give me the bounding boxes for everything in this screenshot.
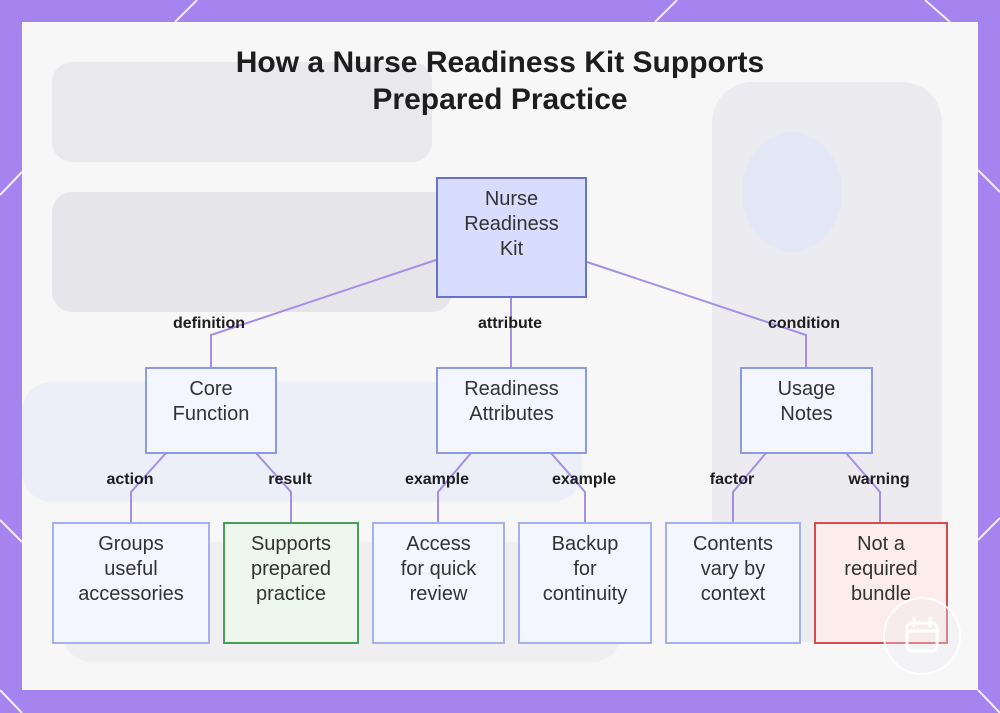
node-text-line: Core	[173, 377, 250, 402]
node-text-line: required	[844, 557, 917, 582]
node-core-function: Core Function	[145, 367, 277, 454]
node-text-line: accessories	[78, 582, 184, 607]
edge-label-warning: warning	[848, 471, 909, 489]
node-readiness-attributes: Readiness Attributes	[436, 367, 587, 454]
node-text-line: useful	[78, 557, 184, 582]
node-text-line: Nurse	[464, 187, 559, 212]
node-text-line: Not a	[844, 532, 917, 557]
edge-label-attribute: attribute	[478, 315, 542, 333]
edge-label-definition: definition	[173, 315, 245, 333]
node-text-line: prepared	[251, 557, 331, 582]
node-text-line: practice	[251, 582, 331, 607]
edge-label-factor: factor	[710, 471, 754, 489]
node-text-line: Kit	[464, 237, 559, 262]
node-text-line: Readiness	[464, 212, 559, 237]
node-text-line: Usage	[778, 377, 836, 402]
edge-label-example-1: example	[405, 471, 469, 489]
node-nurse-readiness-kit: Nurse Readiness Kit	[436, 177, 587, 298]
node-text-line: Contents	[693, 532, 773, 557]
node-usage-notes: Usage Notes	[740, 367, 873, 454]
node-supports-prepared-practice: Supports prepared practice	[223, 522, 359, 644]
node-access-for-quick-review: Access for quick review	[372, 522, 505, 644]
edge-label-result: result	[268, 471, 312, 489]
edge-definition	[211, 260, 436, 368]
node-text-line: for quick	[401, 557, 477, 582]
node-text-line: Groups	[78, 532, 184, 557]
node-text-line: review	[401, 582, 477, 607]
node-text-line: Backup	[543, 532, 628, 557]
edge-label-example-2: example	[552, 471, 616, 489]
node-text-line: for	[543, 557, 628, 582]
edge-label-action: action	[106, 471, 153, 489]
node-contents-vary-by-context: Contents vary by context	[665, 522, 801, 644]
node-text-line: continuity	[543, 582, 628, 607]
node-text-line: Supports	[251, 532, 331, 557]
calendar-icon	[885, 599, 959, 673]
calendar-badge[interactable]	[883, 597, 961, 675]
node-text-line: Notes	[778, 402, 836, 427]
node-text-line: Readiness	[464, 377, 559, 402]
node-text-line: vary by	[693, 557, 773, 582]
node-groups-useful-accessories: Groups useful accessories	[52, 522, 210, 644]
node-text-line: Function	[173, 402, 250, 427]
node-text-line: Access	[401, 532, 477, 557]
node-text-line: Attributes	[464, 402, 559, 427]
node-backup-for-continuity: Backup for continuity	[518, 522, 652, 644]
node-text-line: context	[693, 582, 773, 607]
edge-label-condition: condition	[768, 315, 840, 333]
